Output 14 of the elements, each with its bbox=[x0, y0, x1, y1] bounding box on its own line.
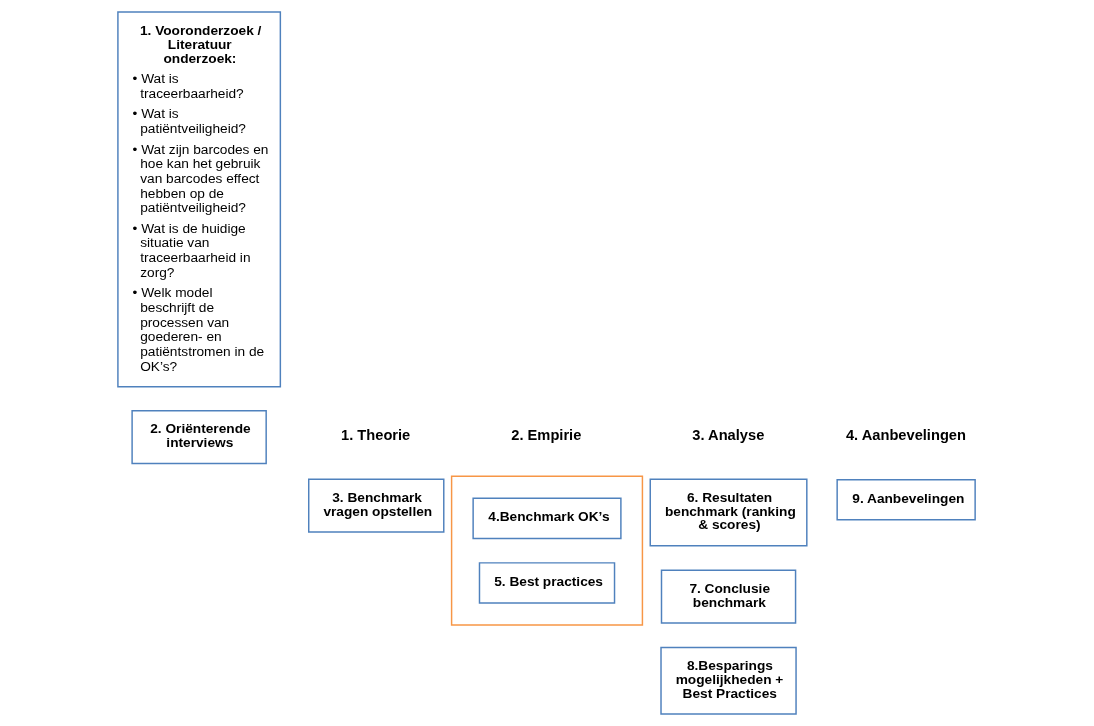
label: 1. Theorie bbox=[340, 426, 410, 443]
node-box: 9. Aanbevelingen bbox=[835, 478, 976, 521]
node-box: 4.Benchmark OK’s bbox=[471, 497, 622, 540]
label: 3. Analyse bbox=[691, 426, 764, 443]
label: 4. Aanbevelingen bbox=[845, 426, 966, 443]
node-box: 6. Resultaten benchmark (ranking & scores) bbox=[649, 478, 808, 547]
node-box: 2. Oriënterende interviews bbox=[130, 409, 267, 465]
node-box: 1. Vooronderzoek / Literatuur onderzoek: • Wat is traceerbaarheid? • Wat is patiëntveiligheid? • Wat zijn barcodes en hoe kan het gebruik van barcodes effect hebben op de patiëntveiligheid? • Wat is de huidige situatie van traceerbaarheid in zorg? • Welk model beschrijft de processen van goederen- en patiëntstromen in de OK’s? bbox=[116, 11, 281, 388]
node-box: 5. Best practices bbox=[478, 562, 615, 604]
cluster bbox=[450, 475, 643, 626]
node-box: 8.Besparings mogelijkheden + Best Practices bbox=[659, 646, 797, 715]
label: 2. Empirie bbox=[510, 426, 581, 443]
node-box: 7. Conclusie benchmark bbox=[660, 569, 796, 624]
node-box: 3. Benchmark vragen opstellen bbox=[307, 478, 444, 533]
